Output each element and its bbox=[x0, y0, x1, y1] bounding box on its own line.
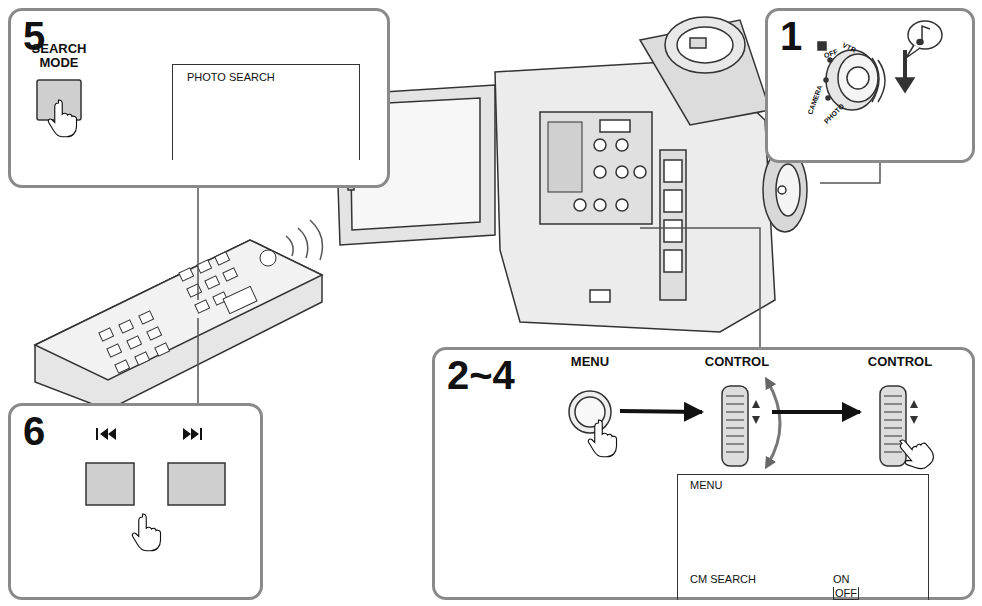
leader-line bbox=[640, 228, 760, 347]
remote-control bbox=[197, 260, 212, 273]
button-label: MENU bbox=[560, 355, 620, 369]
camcorder-body bbox=[664, 220, 682, 242]
remote-control bbox=[215, 252, 230, 265]
remote-control bbox=[155, 343, 170, 356]
camcorder-body bbox=[664, 250, 682, 272]
lcd-screen: MENU CM SEARCH ON OFF bbox=[677, 474, 929, 600]
camcorder-body bbox=[664, 190, 682, 212]
step-number: 6 bbox=[23, 408, 45, 454]
remote-control bbox=[147, 327, 162, 340]
step-panel: 2~4MENUCONTROLCONTROLMENUCM SEARCHONOFF bbox=[432, 347, 975, 600]
leader-line bbox=[197, 188, 199, 300]
remote-control bbox=[213, 292, 228, 305]
control-dial: CONTROL bbox=[860, 355, 940, 469]
remote-control bbox=[99, 328, 114, 341]
remote-control bbox=[205, 276, 220, 289]
camcorder-body bbox=[616, 139, 628, 151]
camcorder-body bbox=[600, 120, 630, 132]
button-label: CONTROL bbox=[702, 355, 772, 369]
leader-line bbox=[197, 318, 199, 403]
remote-control bbox=[179, 268, 194, 281]
remote-control bbox=[35, 240, 322, 410]
camcorder-body bbox=[594, 199, 606, 211]
camcorder-body bbox=[660, 150, 686, 300]
camcorder-body bbox=[335, 17, 807, 332]
remote-control bbox=[260, 250, 276, 266]
remote-control bbox=[127, 336, 142, 349]
camcorder-body bbox=[664, 160, 682, 182]
search-mode-button: SEARCH MODE bbox=[28, 42, 90, 126]
step-panel: 5SEARCH MODEPHOTO SEARCH bbox=[8, 8, 390, 188]
remote-control bbox=[107, 344, 122, 357]
camcorder-body bbox=[616, 199, 628, 211]
camcorder-body bbox=[594, 166, 606, 178]
remote-control bbox=[187, 284, 202, 297]
screen-text: ON bbox=[833, 573, 850, 585]
remote-control bbox=[35, 240, 322, 380]
remote-control bbox=[115, 360, 130, 373]
remote-control bbox=[139, 311, 154, 324]
camcorder-body bbox=[690, 38, 706, 48]
remote-control bbox=[119, 320, 134, 333]
remote-control bbox=[195, 300, 210, 313]
menu-button: MENU bbox=[560, 355, 620, 467]
screen-text: CM SEARCH bbox=[690, 573, 756, 585]
remote-control bbox=[135, 352, 150, 365]
camcorder-body bbox=[634, 166, 646, 178]
camcorder-body bbox=[540, 112, 652, 224]
camcorder-body bbox=[677, 27, 733, 63]
button-label: SEARCH MODE bbox=[29, 42, 89, 70]
remote-control bbox=[99, 250, 276, 373]
leader-line bbox=[820, 162, 880, 183]
camcorder-body bbox=[776, 164, 800, 216]
camcorder-body bbox=[778, 186, 786, 194]
remote-control bbox=[223, 268, 238, 281]
button-label: CONTROL bbox=[860, 355, 940, 369]
camcorder-body bbox=[495, 60, 775, 332]
camcorder-body bbox=[594, 139, 606, 151]
camcorder-body bbox=[574, 199, 586, 211]
step-panel: 6 bbox=[8, 403, 263, 600]
step-number: 2~4 bbox=[447, 352, 515, 398]
remote-control bbox=[286, 220, 322, 260]
lcd-screen: PHOTO SEARCH bbox=[172, 64, 360, 160]
screen-text: OFF bbox=[833, 587, 859, 600]
camcorder-body bbox=[616, 166, 628, 178]
camcorder-body bbox=[640, 20, 770, 125]
camcorder-body bbox=[548, 122, 582, 192]
step-panel: 1 bbox=[765, 8, 975, 163]
remote-control bbox=[35, 220, 322, 410]
screen-text: MENU bbox=[690, 479, 722, 491]
screen-text: PHOTO SEARCH bbox=[187, 71, 275, 83]
camcorder-body bbox=[665, 17, 745, 73]
camcorder-body bbox=[590, 290, 610, 302]
control-dial: CONTROL bbox=[702, 355, 772, 469]
remote-control bbox=[223, 286, 257, 313]
step-number: 1 bbox=[780, 13, 802, 59]
